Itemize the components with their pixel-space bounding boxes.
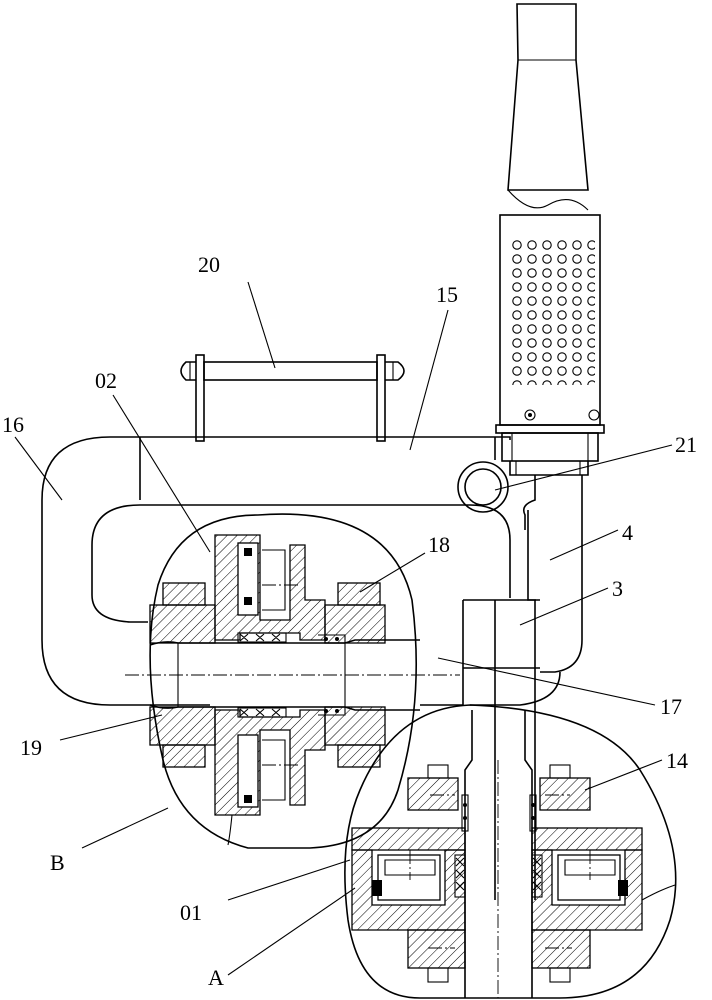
label-01: 01 bbox=[180, 900, 202, 925]
frame-inner-loop bbox=[91, 504, 148, 623]
frame bbox=[41, 436, 561, 706]
barrel-screw-right bbox=[588, 409, 600, 421]
elbow-left-edge bbox=[522, 475, 536, 530]
sensor-wire-b bbox=[227, 814, 233, 846]
housing-lower bbox=[214, 709, 326, 816]
label-b: B bbox=[50, 850, 65, 875]
handle-nut-left bbox=[180, 361, 196, 381]
vshaft-right bbox=[524, 710, 533, 998]
vshaft-left bbox=[464, 710, 473, 998]
bearing-lower bbox=[237, 707, 287, 718]
leader-4 bbox=[549, 529, 619, 561]
barrel-coupling bbox=[501, 432, 599, 462]
label-21: 21 bbox=[675, 432, 697, 457]
leader-lines bbox=[14, 281, 673, 976]
label-02: 02 bbox=[95, 368, 117, 393]
housing-plate-left bbox=[351, 827, 466, 851]
part-labels: 20 15 02 16 21 18 4 3 17 14 19 B 01 A bbox=[2, 252, 697, 990]
frame-inner-top bbox=[140, 504, 511, 598]
leader-b bbox=[81, 807, 169, 849]
flange-14 bbox=[539, 777, 591, 811]
label-a: A bbox=[208, 965, 224, 990]
leader-20 bbox=[247, 281, 276, 369]
label-18: 18 bbox=[428, 532, 450, 557]
label-19: 19 bbox=[20, 735, 42, 760]
ring-21 bbox=[457, 461, 509, 513]
label-3: 3 bbox=[612, 576, 623, 601]
perforation-holes bbox=[507, 240, 595, 385]
flange-upper-right bbox=[337, 582, 381, 606]
handle-bar bbox=[203, 361, 378, 381]
elbow-pipe bbox=[527, 510, 536, 601]
elbow-outer bbox=[540, 500, 583, 673]
housing-upper bbox=[214, 534, 326, 641]
detail-a-outline bbox=[344, 704, 677, 999]
handle-post-right bbox=[376, 354, 386, 442]
handle bbox=[180, 354, 405, 442]
sensor-wire-a bbox=[641, 884, 676, 901]
nozzle-break-line bbox=[507, 189, 589, 211]
barrel-collar bbox=[495, 424, 605, 434]
label-20: 20 bbox=[198, 252, 220, 277]
leader-16 bbox=[14, 436, 63, 501]
flange-upper-left bbox=[162, 582, 206, 606]
barrel-screw-left bbox=[524, 409, 536, 421]
leader-a bbox=[227, 887, 356, 976]
detail-b-outline bbox=[149, 513, 417, 849]
frame-outer bbox=[41, 436, 511, 706]
leader-18 bbox=[359, 552, 426, 593]
detail-a bbox=[344, 704, 677, 999]
leader-19 bbox=[59, 714, 163, 741]
handle-nut-right bbox=[385, 361, 405, 381]
detail-b bbox=[125, 513, 460, 849]
label-4: 4 bbox=[622, 520, 633, 545]
label-15: 15 bbox=[436, 282, 458, 307]
housing-plate-right bbox=[531, 827, 643, 851]
nozzle-tip bbox=[507, 3, 589, 191]
label-14: 14 bbox=[666, 748, 688, 773]
flange-lower-left bbox=[162, 744, 206, 768]
leader-3 bbox=[519, 587, 609, 626]
leader-01 bbox=[227, 859, 351, 901]
leader-02 bbox=[112, 394, 211, 553]
bearing-upper bbox=[237, 632, 287, 643]
leader-21 bbox=[494, 444, 673, 491]
frame-lower-curve bbox=[470, 671, 561, 706]
barrel-neck bbox=[509, 461, 589, 476]
handle-post-left bbox=[195, 354, 205, 442]
leader-15 bbox=[409, 309, 449, 451]
label-17: 17 bbox=[660, 694, 682, 719]
nozzle-assembly bbox=[495, 3, 605, 530]
pipe-system bbox=[463, 500, 583, 900]
leader-14 bbox=[584, 759, 663, 791]
label-16: 16 bbox=[2, 412, 24, 437]
frame-block bbox=[420, 600, 464, 706]
leader-17 bbox=[437, 657, 656, 706]
